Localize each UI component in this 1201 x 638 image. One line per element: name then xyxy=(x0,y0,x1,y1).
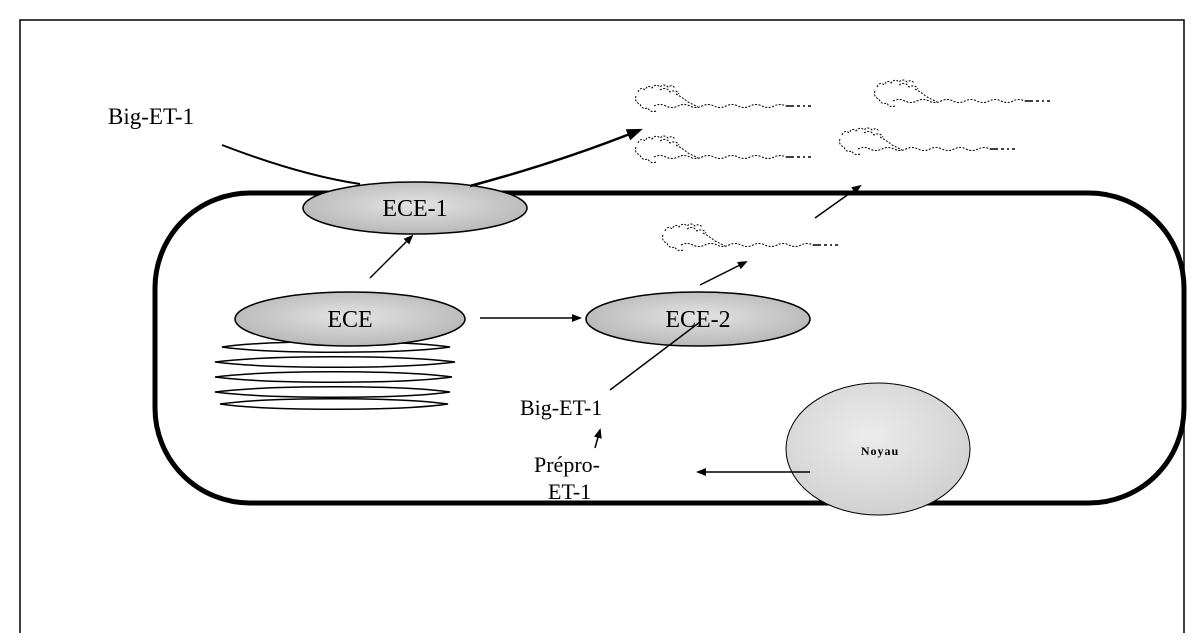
et1-peptide-secreted-1 xyxy=(634,84,812,113)
pathway-arrows xyxy=(221,128,862,476)
et1-peptide-secreted-2 xyxy=(634,135,812,164)
nucleus: Noyau xyxy=(785,382,971,516)
golgi-stack xyxy=(214,341,456,410)
ece-label: ECE xyxy=(327,307,372,333)
noyau-label: Noyau xyxy=(861,444,899,458)
et1-peptide-secreted-4 xyxy=(838,127,1016,156)
ece-enzyme: ECE xyxy=(234,291,466,347)
ece2-enzyme: ECE-2 xyxy=(585,291,811,347)
big-et1-outside-label: Big-ET-1 xyxy=(108,104,194,129)
ece2-label: ECE-2 xyxy=(665,307,730,333)
ece1-enzyme: ECE-1 xyxy=(302,181,528,235)
big-et1-inside-label: Big-ET-1 xyxy=(520,395,602,420)
cell-membrane xyxy=(152,190,1187,506)
ece1-label: ECE-1 xyxy=(382,196,447,222)
prepro-et1-label-line2: ET-1 xyxy=(548,479,591,504)
prepro-et1-label-line1: Prépro- xyxy=(534,452,600,477)
et1-peptide-inside xyxy=(661,223,839,252)
et1-peptide-secreted-3 xyxy=(873,79,1051,108)
